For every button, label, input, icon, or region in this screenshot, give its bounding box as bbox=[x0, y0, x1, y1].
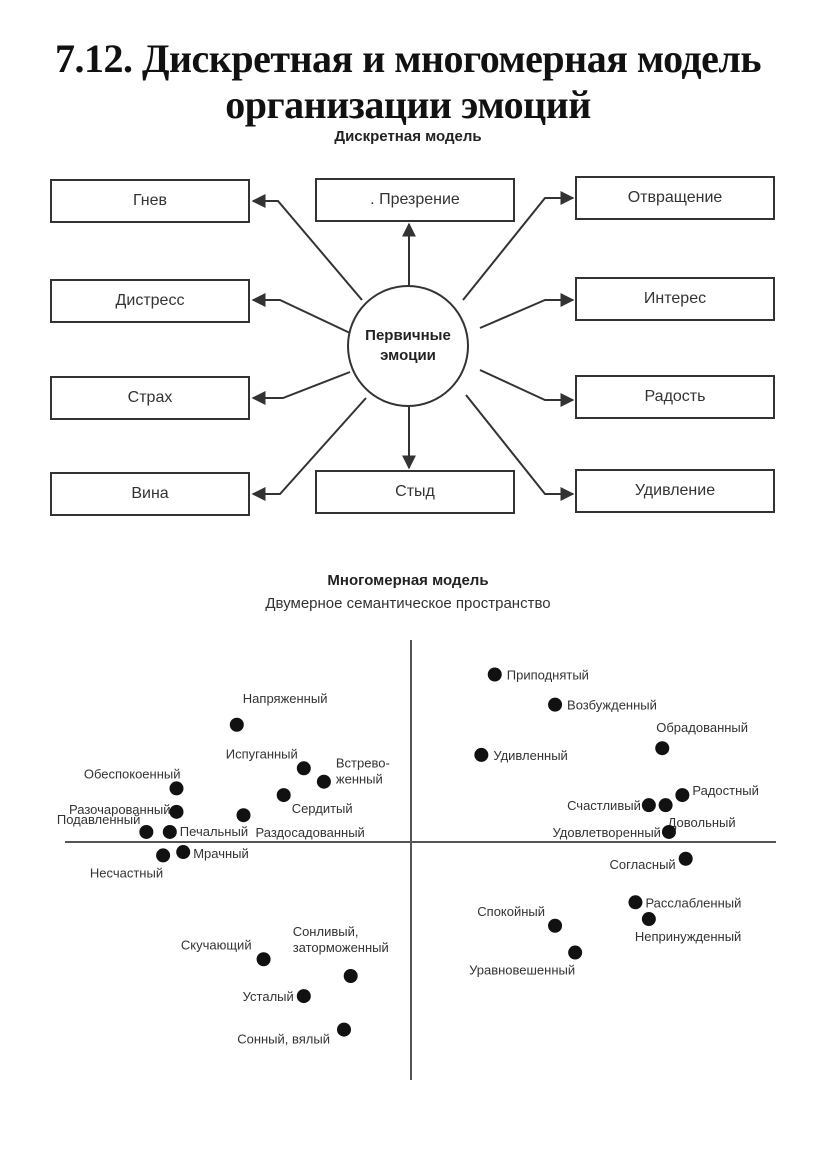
scatter-point bbox=[675, 788, 690, 803]
scatter-point bbox=[568, 945, 583, 960]
arrow-disgust bbox=[462, 191, 575, 301]
multidimensional-model-heading: Многомерная модель bbox=[327, 572, 489, 589]
scatter-point bbox=[139, 824, 154, 839]
primary-emotions-line-2: эмоции bbox=[380, 347, 436, 364]
discrete-model-heading: Дискретная модель bbox=[334, 128, 482, 145]
scatter-point bbox=[296, 761, 311, 776]
point-label: Счастливый bbox=[567, 798, 641, 813]
semantic-space-subtitle: Двумерное семантическое пространство bbox=[265, 595, 551, 612]
point-label: Удовлетворенный bbox=[553, 825, 661, 840]
scatter-point bbox=[256, 952, 271, 967]
point-label: Мрачный bbox=[193, 846, 249, 861]
scatter-point bbox=[661, 824, 676, 839]
arrow-joy bbox=[479, 369, 575, 407]
point-label: Радостный bbox=[692, 783, 759, 798]
scatter-point bbox=[641, 912, 656, 927]
arrow-interest bbox=[479, 293, 575, 329]
scatter-point bbox=[474, 747, 489, 762]
scatter-point bbox=[658, 798, 673, 813]
emotion-box-interest: Интерес bbox=[575, 277, 775, 321]
primary-emotions-line-1: Первичные bbox=[365, 327, 451, 344]
point-label-line: женный bbox=[336, 772, 383, 787]
point-label: Подавленный bbox=[57, 812, 141, 827]
point-label: Обеспокоенный bbox=[84, 766, 181, 781]
point-label-line: заторможенный bbox=[293, 940, 389, 955]
scatter-point bbox=[276, 788, 291, 803]
arrow-anger bbox=[251, 194, 363, 301]
primary-emotions-circle: Первичные эмоции bbox=[347, 285, 469, 407]
point-label: Возбужденный bbox=[567, 698, 657, 713]
scatter-point bbox=[487, 667, 502, 682]
point-label: Встрево-женный bbox=[336, 756, 390, 787]
emotion-box-guilt: Вина bbox=[50, 472, 250, 516]
point-label: Удивленный bbox=[493, 748, 567, 763]
scatter-point bbox=[229, 717, 244, 732]
point-label: Печальный bbox=[180, 824, 248, 839]
point-label: Довольный bbox=[668, 815, 736, 830]
point-label: Скучающий bbox=[181, 937, 252, 952]
scatter-point bbox=[156, 848, 171, 863]
point-label: Раздосадованный bbox=[256, 825, 365, 840]
scatter-point bbox=[678, 851, 693, 866]
arrow-distress bbox=[251, 293, 351, 334]
scatter-point bbox=[628, 895, 643, 910]
point-label: Усталый bbox=[243, 989, 294, 1004]
scatter-point bbox=[548, 697, 563, 712]
emotion-box-contempt: . Презрение bbox=[315, 178, 515, 222]
point-label: Напряженный bbox=[243, 691, 328, 706]
point-label: Несчастный bbox=[90, 865, 163, 880]
scatter-point bbox=[169, 804, 184, 819]
point-label: Непринужденный bbox=[635, 929, 741, 944]
scatter-point bbox=[641, 798, 656, 813]
scatter-point bbox=[236, 808, 251, 823]
arrow-surprise bbox=[465, 394, 575, 501]
point-label-line: Сонливый, bbox=[293, 924, 359, 939]
emotion-box-anger: Гнев bbox=[50, 179, 250, 223]
point-label: Сонливый,заторможенный bbox=[293, 924, 389, 955]
page-title-line-1: 7.12. Дискретная и многомерная модель bbox=[54, 36, 762, 81]
point-label: Сонный, вялый bbox=[237, 1032, 330, 1047]
scatter-point bbox=[296, 989, 311, 1004]
point-label: Обрадованный bbox=[656, 720, 748, 735]
scatter-point bbox=[548, 918, 563, 933]
discrete-model-connectors bbox=[251, 191, 575, 501]
emotion-box-shame: Стыд bbox=[315, 470, 515, 514]
scatter-point bbox=[655, 741, 670, 756]
arrow-fear bbox=[251, 371, 351, 405]
point-label: Приподнятый bbox=[507, 668, 589, 683]
point-label: Сердитый bbox=[292, 801, 353, 816]
emotion-box-surprise: Удивление bbox=[575, 469, 775, 513]
scatter-point bbox=[343, 969, 358, 983]
point-label: Испуганный bbox=[226, 746, 298, 761]
scatter-point bbox=[162, 824, 177, 839]
point-label: Расслабленный bbox=[645, 895, 741, 910]
page-title-line-2: организации эмоций bbox=[225, 82, 591, 127]
point-label-line: Встрево- bbox=[336, 756, 390, 771]
scatter-point bbox=[337, 1022, 351, 1037]
point-label: Согласный bbox=[610, 857, 676, 872]
scatter-point bbox=[176, 845, 191, 860]
point-label: Спокойный bbox=[477, 904, 545, 919]
emotion-box-disgust: Отвращение bbox=[575, 176, 775, 220]
emotion-box-fear: Страх bbox=[50, 376, 250, 420]
point-label: Разочарованный bbox=[69, 802, 171, 817]
scatter-point bbox=[316, 774, 331, 789]
emotion-box-joy: Радость bbox=[575, 375, 775, 419]
scatter-point bbox=[169, 781, 184, 796]
arrow-guilt bbox=[251, 397, 367, 501]
emotion-box-distress: Дистресс bbox=[50, 279, 250, 323]
point-label: Уравновешенный bbox=[469, 963, 575, 978]
